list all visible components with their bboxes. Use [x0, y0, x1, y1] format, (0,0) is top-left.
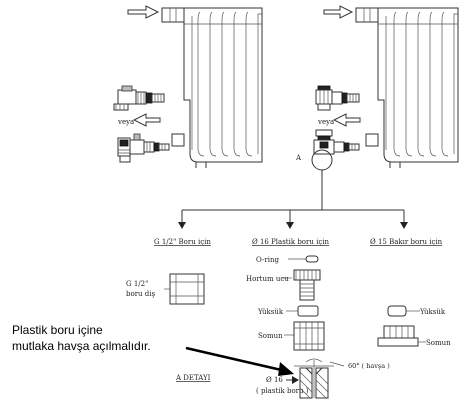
- left-valve-upper: [113, 85, 165, 111]
- center-ring-label: Yüksük: [257, 308, 284, 316]
- veya-center-label: veya: [317, 118, 334, 126]
- chamfer-angle-label: 60° ( havşa ): [348, 362, 390, 370]
- center-valve-upper: [315, 85, 360, 111]
- detail-a-title: A DETAYI: [175, 374, 211, 382]
- left-middle-flow-arrow: [132, 113, 161, 127]
- column-header-copper: Ø 15 Bakır boru için: [370, 238, 443, 246]
- plastic-pipe-label: ( plastik boru ): [256, 387, 309, 395]
- right-nut-drawing: [377, 325, 426, 347]
- center-middle-flow-arrow: [332, 113, 361, 127]
- oring-label: O-ring: [256, 256, 279, 264]
- hose-end-drawing: [282, 269, 321, 301]
- note-arrow-head: [278, 362, 294, 376]
- left-valve-lower: [117, 133, 170, 163]
- left-top-flow-arrow: [127, 5, 160, 19]
- connector-tree: [178, 170, 408, 229]
- right-nut-label: Somun: [426, 339, 451, 347]
- thread-fitting-drawing: [164, 273, 205, 305]
- center-nut-drawing: [284, 321, 325, 351]
- hose-end-label: Hortum ucu: [246, 275, 289, 283]
- detail-a-cross-section: [294, 358, 345, 399]
- column-header-plastic: Ø 16 Plastik boru için: [252, 238, 330, 246]
- oring-drawing: [288, 255, 319, 263]
- thread-label-line1: G 1/2": [126, 280, 148, 288]
- right-ring-label: Yüksük: [419, 308, 446, 316]
- center-radiator: [323, 5, 459, 168]
- diameter-label: Ø 16: [266, 376, 283, 384]
- veya-left-label: veya: [117, 118, 134, 126]
- detail-a-marker: A: [295, 154, 302, 162]
- center-top-flow-arrow: [323, 5, 354, 19]
- column-header-g12: G 1/2" Boru için: [154, 238, 211, 246]
- center-nut-label: Somun: [258, 332, 283, 340]
- thread-label-line2: boru diş: [126, 290, 155, 298]
- note-arrow: [185, 346, 291, 374]
- note-line-1: Plastik boru içine: [12, 323, 103, 337]
- right-ring-drawing: [387, 305, 420, 317]
- center-ring-drawing: [286, 305, 319, 317]
- left-radiator: [127, 5, 263, 168]
- note-line-2: mutlaka havşa açılmalıdır.: [12, 339, 151, 353]
